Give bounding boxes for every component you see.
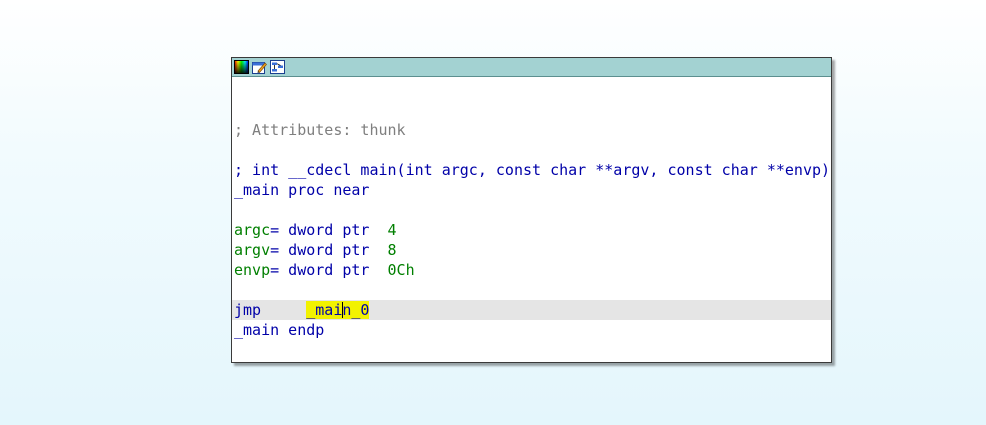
var-eq: = [270, 261, 280, 279]
var-line-envp[interactable]: envp= dword ptr 0Ch [232, 260, 831, 280]
node-titlebar[interactable] [232, 58, 831, 77]
attributes-comment: ; Attributes: thunk [234, 121, 406, 139]
var-type: dword ptr [279, 261, 388, 279]
jmp-target[interactable]: _main_0 [306, 301, 370, 319]
disassembly-view[interactable]: ; Attributes: thunk ; int __cdecl main(i… [232, 77, 831, 362]
var-line-argc[interactable]: argc= dword ptr 4 [232, 220, 831, 240]
jmp-mnemonic: jmp [234, 301, 262, 319]
jmp-spacing [261, 301, 306, 319]
var-value: 8 [387, 241, 397, 259]
var-eq: = [270, 241, 280, 259]
var-value: 0Ch [387, 261, 415, 279]
proc-keyword: proc near [279, 181, 370, 199]
var-eq: = [270, 221, 280, 239]
var-name[interactable]: envp [234, 261, 271, 279]
var-type: dword ptr [279, 221, 388, 239]
var-name[interactable]: argv [234, 241, 271, 259]
proc-name[interactable]: _main [234, 181, 280, 199]
edit-icon[interactable] [252, 60, 267, 74]
jmp-line[interactable]: jmp _main_0 [232, 300, 831, 320]
var-line-argv[interactable]: argv= dword ptr 8 [232, 240, 831, 260]
var-value: 4 [387, 221, 397, 239]
endp-line[interactable]: _main endp [232, 320, 831, 340]
jmp-target-highlighted[interactable]: _main_0 [306, 301, 370, 319]
var-name[interactable]: argc [234, 221, 271, 239]
signature-comment: ; int __cdecl main(int argc, const char … [234, 161, 831, 179]
proc-line[interactable]: _main proc near [232, 180, 831, 200]
endp-keyword: endp [279, 321, 325, 339]
text-caret [342, 302, 344, 318]
graph-node-window[interactable]: ; Attributes: thunk ; int __cdecl main(i… [231, 57, 832, 363]
endp-name[interactable]: _main [234, 321, 280, 339]
var-type: dword ptr [279, 241, 388, 259]
graph-icon[interactable] [270, 60, 285, 74]
palette-icon[interactable] [234, 60, 249, 74]
